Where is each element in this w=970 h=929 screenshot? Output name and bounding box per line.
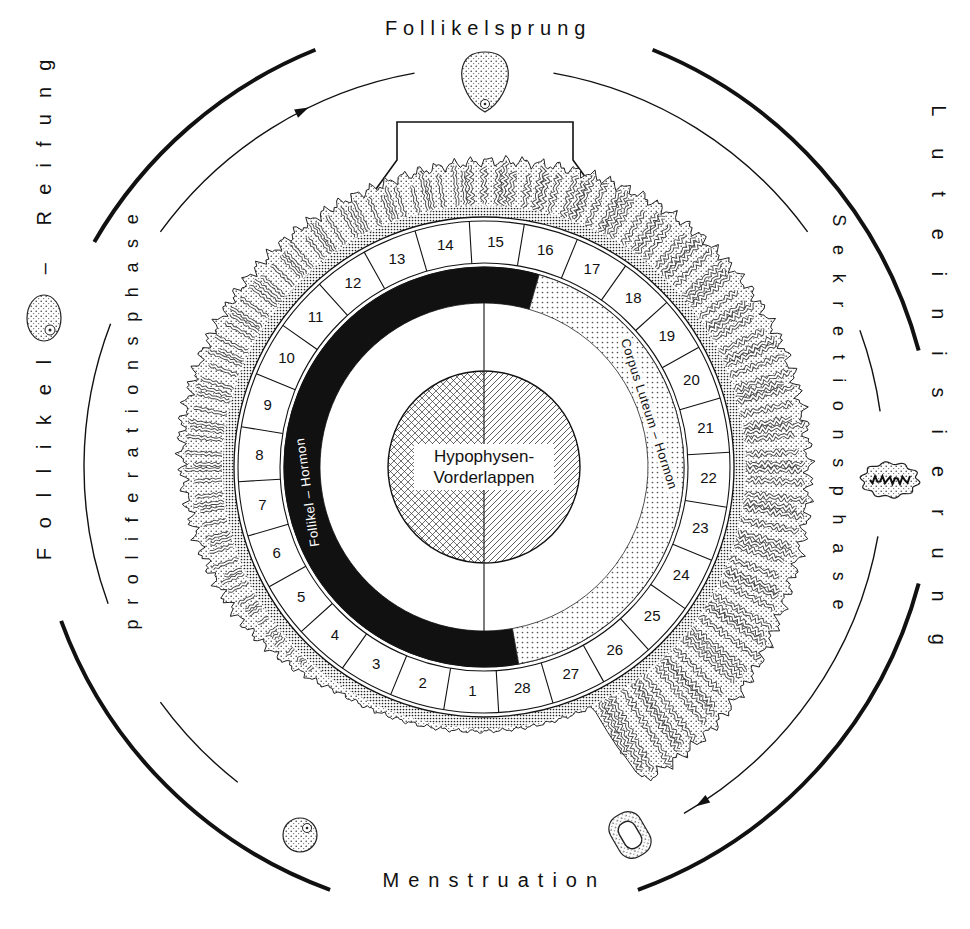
cycle-arc-thick <box>61 50 919 890</box>
day-number: 7 <box>258 497 266 514</box>
day-number: 20 <box>683 372 700 389</box>
day-number: 26 <box>606 642 623 659</box>
day-number: 15 <box>487 234 504 251</box>
corpus-luteum-shape <box>860 462 920 498</box>
day-ring-inner-edge <box>284 267 684 667</box>
gland-lumen <box>185 163 806 772</box>
phase-label: – Reifung <box>33 44 55 291</box>
follicle-shape <box>462 52 509 112</box>
day-number: 14 <box>437 237 454 254</box>
day-number: 25 <box>644 608 661 625</box>
corpus-luteum-icon <box>860 462 920 498</box>
day-number: 23 <box>692 520 709 537</box>
phase-label: Sekretionsphase <box>828 196 848 628</box>
ovum <box>45 325 55 335</box>
day-number: 10 <box>278 350 295 367</box>
day-number: 4 <box>331 627 339 644</box>
follicle-shape <box>27 295 61 341</box>
day-ring-outer-inner <box>238 221 730 713</box>
cycle-arc-thin <box>84 73 880 813</box>
phase-label: Luteinisierung <box>927 73 949 676</box>
ovum-nucleus <box>306 827 309 830</box>
cycle-arrowhead <box>294 107 710 806</box>
day-number: 24 <box>673 567 690 584</box>
gland-outline <box>185 163 806 772</box>
ovum <box>481 100 490 109</box>
node-title: Hypophysen- Vorderlappen <box>414 444 554 491</box>
endometrium-edge <box>175 155 815 780</box>
corpus-luteum-core <box>870 476 910 484</box>
maturing-follicle-icon <box>27 295 61 341</box>
circle-outline <box>388 371 580 563</box>
day-number: 27 <box>562 666 579 683</box>
corpus-albicans-icon <box>604 807 656 864</box>
pituitary-circle: Hypophysen- Vorderlappen <box>387 370 581 564</box>
day-number: 18 <box>625 290 642 307</box>
day-number: 8 <box>255 447 263 464</box>
day-ring-outer <box>234 217 734 717</box>
day-cell-divider <box>238 221 729 712</box>
endometrium-basalis <box>223 206 745 728</box>
day-number: 21 <box>697 420 714 437</box>
ruptured-follicle-icon <box>462 52 509 112</box>
day-number: 17 <box>584 261 601 278</box>
day-number: 3 <box>372 656 380 673</box>
text-holder: Hypophysen- Vorderlappen <box>387 370 581 564</box>
day-number: 13 <box>389 251 406 268</box>
day-number: 12 <box>345 275 362 292</box>
ovum-nucleus <box>49 329 52 332</box>
day-ring-inner <box>280 263 688 671</box>
phase-label: proliferationsphase <box>123 200 143 644</box>
day-number: 5 <box>297 589 305 606</box>
endometrium <box>175 155 815 780</box>
ovum-nucleus <box>484 103 487 106</box>
day-number: 22 <box>700 470 717 487</box>
divider-line <box>483 564 484 631</box>
day-number: 2 <box>419 675 427 692</box>
day-number: 6 <box>272 545 280 562</box>
small-follicle-icon <box>283 818 317 852</box>
day-number: 11 <box>308 309 324 326</box>
phase-label: Follikel <box>33 340 55 580</box>
corpus-albicans-shape <box>604 807 656 864</box>
corpus-albicans-core <box>615 818 645 851</box>
event-label: Follikelsprung <box>379 17 591 39</box>
follicle-shape <box>283 818 317 852</box>
day-number: 16 <box>537 242 554 259</box>
day-number: 9 <box>264 397 272 414</box>
event-label: Menstruation <box>374 869 607 891</box>
day-number: 19 <box>659 328 676 345</box>
divider-line <box>483 303 484 370</box>
day-number: 28 <box>514 680 531 697</box>
ovum <box>303 824 312 833</box>
day-number: 1 <box>468 683 476 700</box>
